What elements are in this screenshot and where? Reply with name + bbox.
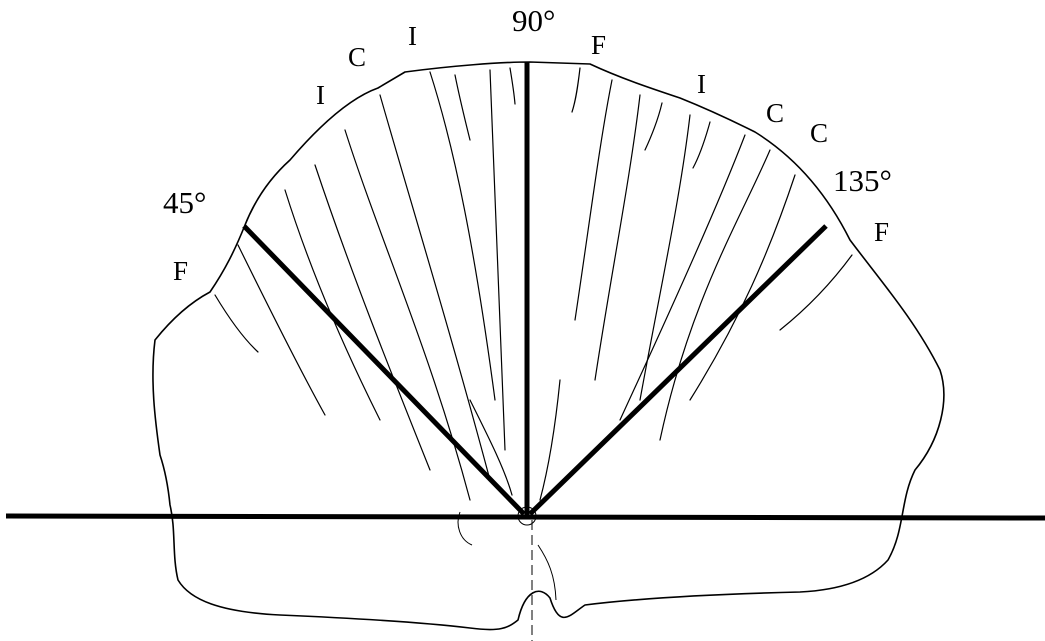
radius-line	[314, 164, 431, 471]
axis-135	[528, 224, 828, 516]
radius-line	[454, 74, 471, 141]
radius-line	[644, 102, 663, 151]
radius-line	[379, 94, 491, 481]
radius-line	[574, 79, 613, 321]
radius-line	[539, 379, 561, 501]
zone-label-f-top-right: F	[591, 30, 606, 60]
radius-line	[571, 67, 581, 113]
notch-mark	[537, 544, 557, 601]
radius-line	[214, 294, 259, 353]
zone-label-f-left: F	[173, 256, 188, 286]
label-45-degrees: 45°	[163, 185, 206, 220]
radius-line	[237, 244, 326, 416]
label-135-degrees: 135°	[833, 163, 892, 198]
radius-line	[779, 254, 853, 331]
horizontal-baseline	[5, 513, 1045, 521]
radii-lines	[214, 67, 853, 501]
zone-label-c-right-2: C	[810, 118, 828, 148]
radius-line	[344, 129, 471, 501]
radius-line	[639, 114, 691, 401]
axis-45	[242, 224, 526, 516]
radius-line	[692, 121, 711, 169]
radius-line	[619, 134, 746, 421]
zone-label-c-right-1: C	[766, 98, 784, 128]
radius-line	[509, 67, 516, 105]
radius-line	[429, 71, 496, 401]
scale-outline	[152, 61, 945, 631]
zone-label-f-right: F	[874, 217, 889, 247]
zone-label-i-left-top: I	[408, 21, 417, 51]
zone-label-i-right: I	[697, 69, 706, 99]
radius-line	[284, 189, 381, 421]
radius-line	[469, 399, 513, 496]
radius-line	[489, 69, 506, 451]
zone-label-c-left: C	[348, 42, 366, 72]
zone-label-i-left-low: I	[316, 80, 325, 110]
radius-line	[594, 94, 641, 381]
radius-line	[689, 174, 796, 401]
label-90-degrees: 90°	[512, 3, 555, 38]
radius-line	[659, 149, 771, 441]
